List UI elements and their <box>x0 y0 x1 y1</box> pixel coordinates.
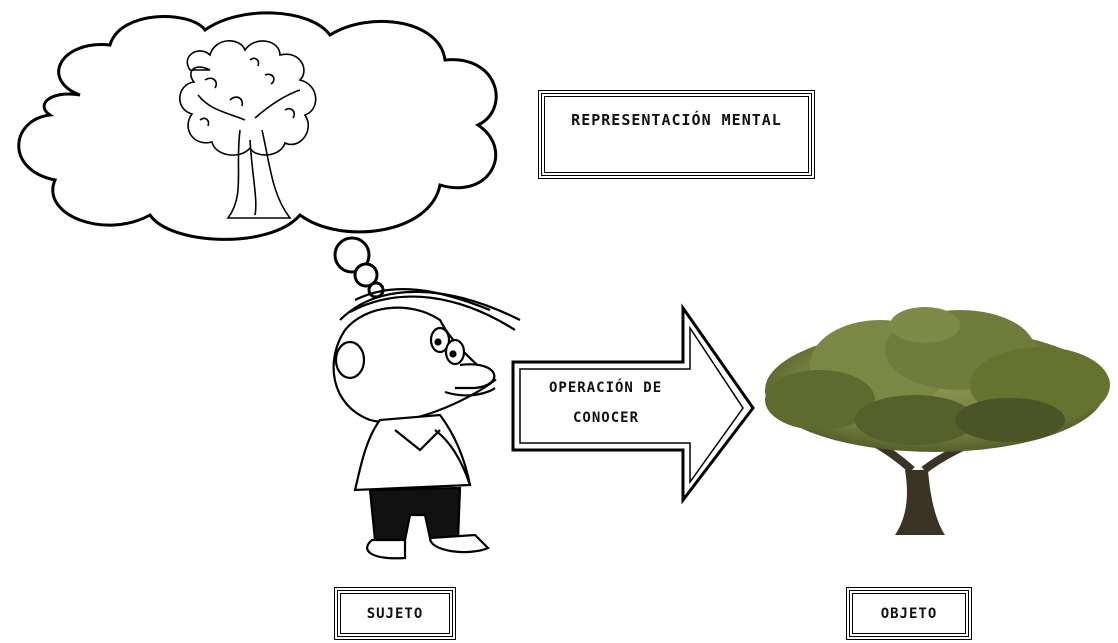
operation-label-line2: CONOCER <box>573 410 640 426</box>
object-label: OBJETO <box>846 587 972 640</box>
thought-bubbles <box>333 236 385 299</box>
mental-representation-text: REPRESENTACIÓN MENTAL <box>571 111 782 129</box>
thought-cloud <box>17 11 498 241</box>
mental-representation-label: REPRESENTACIÓN MENTAL <box>538 90 815 179</box>
subject-text: SUJETO <box>366 605 424 622</box>
tree-sketch-icon <box>179 40 317 219</box>
operation-label-line1: OPERACIÓN DE <box>549 380 663 396</box>
object-text: OBJETO <box>880 605 938 622</box>
boy-character-icon <box>332 287 521 560</box>
operation-arrow-icon <box>511 303 755 505</box>
tree-photo-icon <box>765 307 1110 535</box>
subject-label: SUJETO <box>334 587 456 640</box>
